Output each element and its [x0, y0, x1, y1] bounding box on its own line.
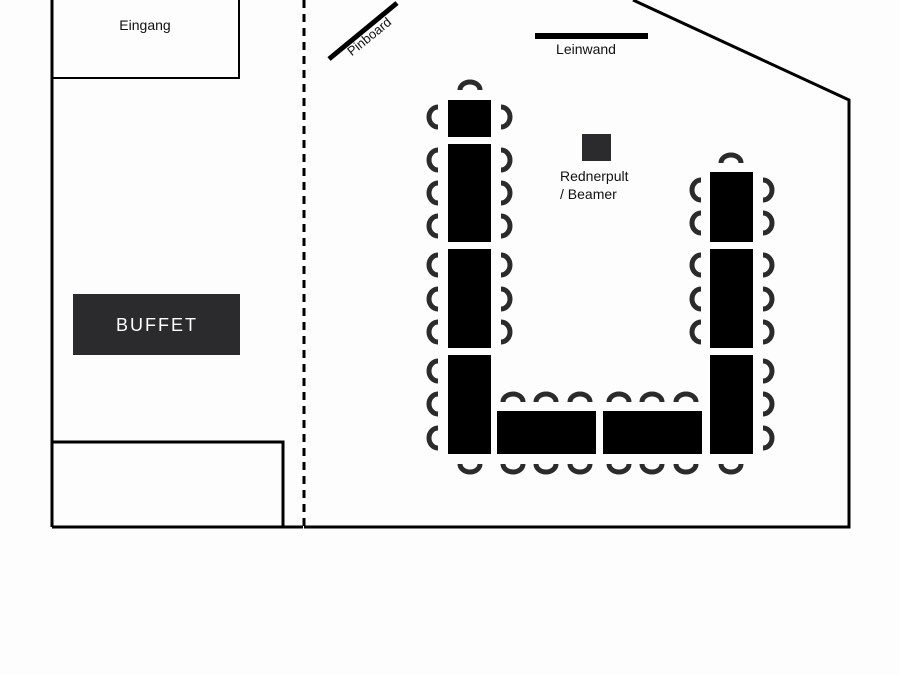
- chair: [639, 391, 665, 403]
- chair: [426, 252, 439, 278]
- chair: [500, 319, 513, 345]
- chair: [533, 463, 559, 475]
- entrance-label: Eingang: [119, 17, 170, 33]
- chair: [426, 104, 439, 130]
- chair: [426, 358, 439, 384]
- chair: [689, 210, 702, 236]
- lectern-label-line2: / Beamer: [560, 186, 617, 202]
- chair: [533, 391, 559, 403]
- chair: [762, 358, 775, 384]
- chair: [762, 210, 775, 236]
- chair: [426, 147, 439, 173]
- chair: [426, 391, 439, 417]
- chair: [500, 104, 513, 130]
- chair: [606, 391, 632, 403]
- chair: [718, 152, 744, 164]
- chair: [426, 180, 439, 206]
- buffet-table: BUFFET: [73, 294, 240, 355]
- chair: [567, 391, 593, 403]
- chair: [500, 180, 513, 206]
- chair: [673, 463, 699, 475]
- table: [448, 144, 491, 242]
- table: [448, 355, 491, 454]
- chair: [639, 463, 665, 475]
- screen-label: Leinwand: [556, 41, 616, 57]
- lobby-walls: [50, 0, 303, 529]
- chair: [689, 286, 702, 312]
- table: [710, 172, 753, 242]
- table: [710, 355, 753, 454]
- chair: [762, 177, 775, 203]
- chair: [762, 252, 775, 278]
- chair: [457, 463, 483, 475]
- chair: [689, 177, 702, 203]
- entrance-area: Eingang: [52, 0, 240, 79]
- table: [448, 100, 491, 137]
- tables: [448, 100, 753, 454]
- chair: [457, 79, 483, 91]
- chair: [673, 391, 699, 403]
- chair: [426, 425, 439, 451]
- chair: [500, 147, 513, 173]
- table: [710, 249, 753, 348]
- chair: [500, 391, 526, 403]
- chairs: [426, 79, 775, 475]
- chair: [500, 252, 513, 278]
- chair: [762, 425, 775, 451]
- chair: [426, 213, 439, 239]
- chair: [426, 286, 439, 312]
- lectern: Rednerpult / Beamer: [560, 134, 629, 202]
- table: [497, 411, 596, 454]
- chair: [567, 463, 593, 475]
- chair: [606, 463, 632, 475]
- storage-box: [52, 440, 285, 527]
- projection-screen: Leinwand: [535, 33, 648, 57]
- chair: [718, 463, 744, 475]
- chair: [500, 286, 513, 312]
- chair: [500, 463, 526, 475]
- chair: [689, 252, 702, 278]
- chair: [426, 319, 439, 345]
- chair: [500, 213, 513, 239]
- table: [603, 411, 702, 454]
- chair: [689, 319, 702, 345]
- buffet-label: BUFFET: [116, 315, 198, 335]
- chair: [762, 319, 775, 345]
- lectern-label-line1: Rednerpult: [560, 168, 629, 184]
- chair: [762, 286, 775, 312]
- main-room-walls: [304, 0, 851, 529]
- chair: [762, 391, 775, 417]
- table: [448, 249, 491, 348]
